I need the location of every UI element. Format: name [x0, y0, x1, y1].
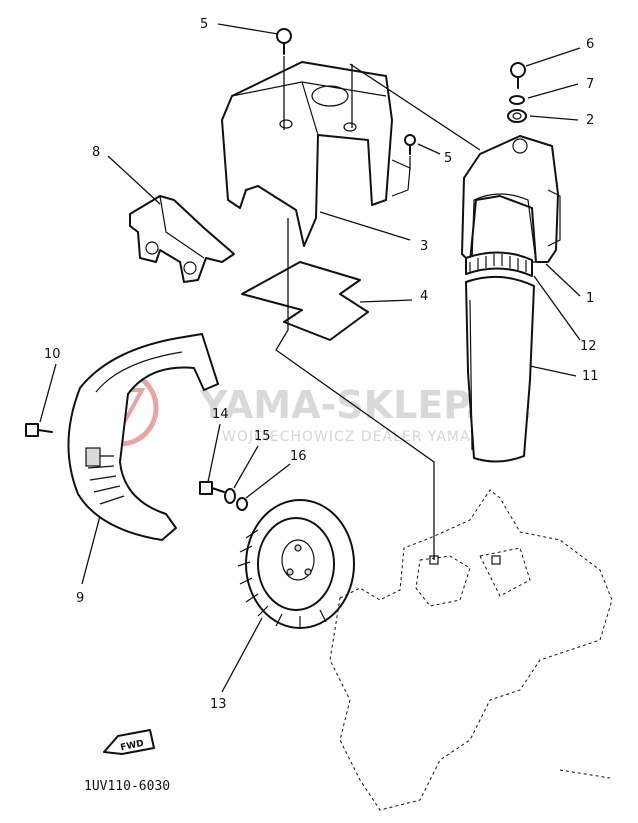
- callout-3: 3: [420, 239, 428, 254]
- part-6-screw: [510, 62, 526, 89]
- part-8-bracket: [129, 195, 235, 283]
- callout-4: 4: [420, 289, 428, 304]
- part-7-washer: [509, 95, 525, 105]
- callout-numbers: 5 6 7 2 5 8 3 4 1 12 11 10 14 15 16 9 13: [44, 17, 599, 712]
- callout-16: 16: [290, 449, 307, 464]
- part-14-bolt: [199, 481, 225, 495]
- part-1-duct-cover: [461, 135, 561, 263]
- callout-leaders: [39, 23, 581, 693]
- callout-7: 7: [586, 77, 594, 92]
- part-13-flywheel: [237, 499, 355, 629]
- callout-1: 1: [586, 291, 594, 306]
- part-9-fan-cover: [67, 333, 219, 541]
- callout-5-top: 5: [200, 17, 208, 32]
- callout-13: 13: [210, 697, 227, 712]
- part-10-bolt: [25, 423, 53, 437]
- part-12-duct-seal: [465, 251, 533, 277]
- callout-11: 11: [582, 369, 599, 384]
- part-15-washer: [224, 488, 236, 504]
- part-4-plate: [241, 261, 369, 341]
- callout-8: 8: [92, 145, 100, 160]
- callout-2: 2: [586, 113, 594, 128]
- reference-lines: [275, 56, 481, 560]
- part-5-screw-top: [276, 28, 292, 55]
- callout-10: 10: [44, 347, 61, 362]
- callout-15: 15: [254, 429, 271, 444]
- part-5-screw-side: [404, 134, 416, 155]
- diagram-code: 1UV110-6030: [84, 779, 170, 794]
- watermark: YAMA-SKLEP.PL WOJCIECHOWICZ DEALER YAMAH…: [81, 369, 531, 447]
- callout-5-side: 5: [444, 151, 452, 166]
- watermark-sub-text: WOJCIECHOWICZ DEALER YAMAHA: [222, 429, 493, 445]
- part-16-washer: [236, 497, 248, 511]
- callout-6: 6: [586, 37, 594, 52]
- fwd-arrow-icon: FWD: [103, 729, 155, 755]
- part-11-duct-hose: [465, 275, 535, 463]
- fwd-label: FWD: [120, 739, 145, 754]
- callout-9: 9: [76, 591, 84, 606]
- callout-14: 14: [212, 407, 229, 422]
- engine-outline: [329, 489, 613, 811]
- callout-12: 12: [580, 339, 597, 354]
- part-2-grommet: [507, 109, 527, 123]
- part-3-shroud: [221, 61, 411, 247]
